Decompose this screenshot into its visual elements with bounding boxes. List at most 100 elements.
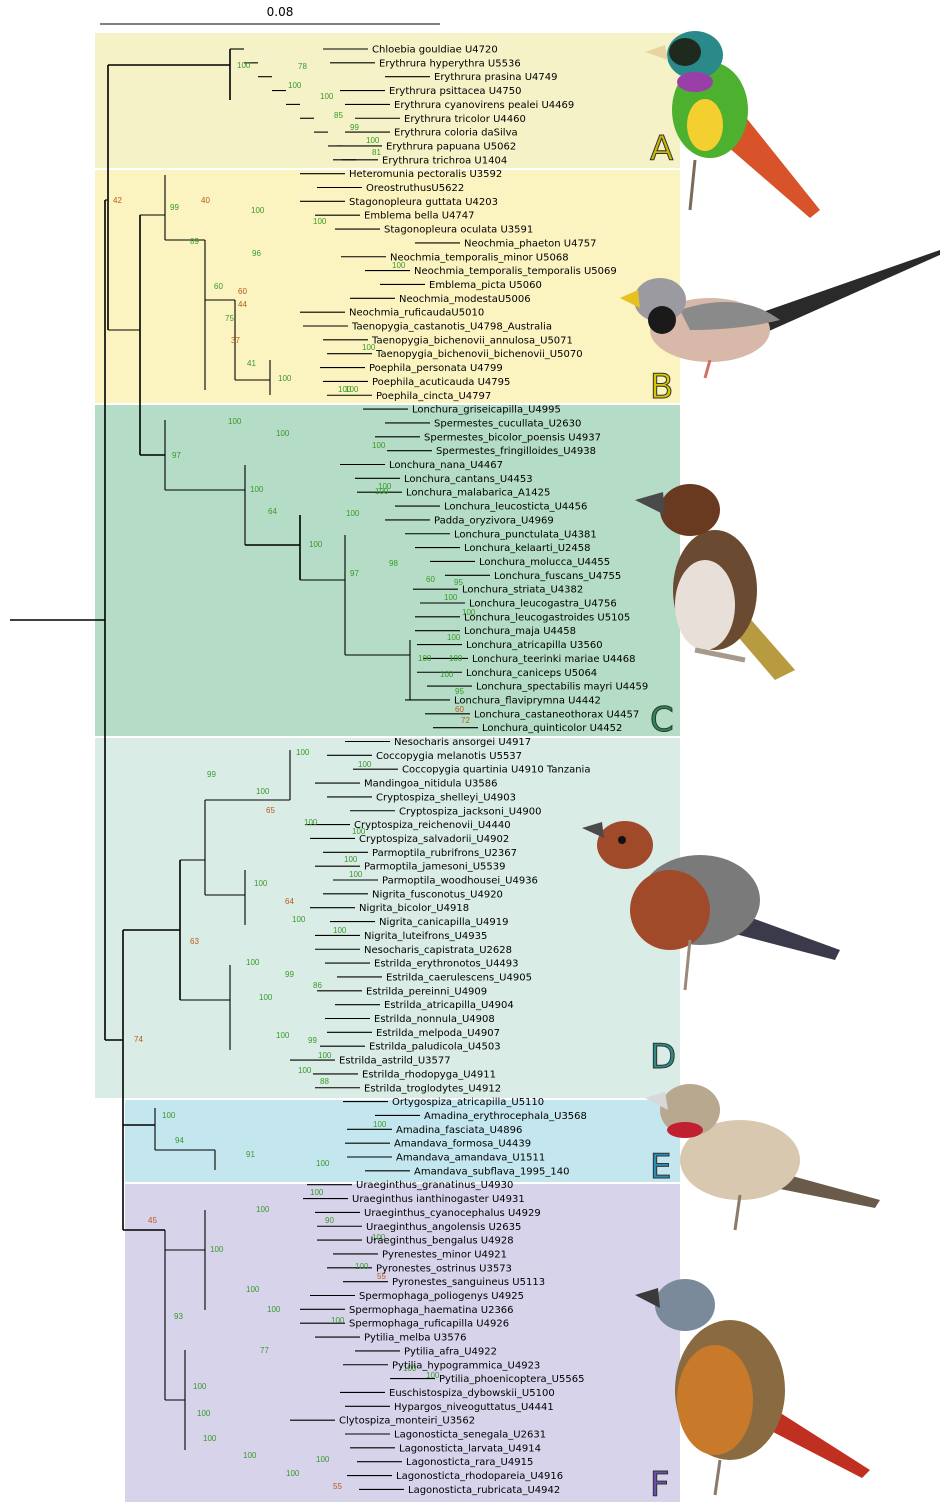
tip-label: Estrilda_melpoda_U4907 xyxy=(376,1028,500,1039)
support-value: 100 xyxy=(210,1245,224,1254)
tip-label: Amandava_formosa_U4439 xyxy=(394,1139,531,1150)
tip-label: Neochmia_temporalis_temporalis U5069 xyxy=(414,266,617,277)
clade-letter-b: B xyxy=(650,367,673,407)
scale-bar: 0.08 xyxy=(100,5,440,24)
tip-label: Amandava_subflava_1995_140 xyxy=(414,1166,569,1177)
tip-label: Erythrura cyanovirens pealei U4469 xyxy=(394,100,574,111)
tip-label: Estrilda_rhodopyga_U4911 xyxy=(362,1069,496,1080)
support-value: 100 xyxy=(246,958,260,967)
support-value: 64 xyxy=(268,507,277,516)
support-value: 100 xyxy=(162,1111,176,1120)
tip-label: Lonchura_maja U4458 xyxy=(464,626,576,637)
tip-label: Pyronestes_ostrinus U3573 xyxy=(376,1263,512,1274)
support-value: 93 xyxy=(174,1312,183,1321)
support-value: 100 xyxy=(256,1205,270,1214)
support-value: 91 xyxy=(246,1150,255,1159)
tip-label: Erythrura tricolor U4460 xyxy=(404,114,526,125)
support-value: 86 xyxy=(313,981,322,990)
tip-label: Neochmia_ruficaudaU5010 xyxy=(349,308,484,319)
support-value: 100 xyxy=(349,870,363,879)
support-value: 99 xyxy=(308,1036,317,1045)
tip-label: Lonchura_leucogastroides U5105 xyxy=(464,612,630,623)
tip-label: Uraeginthus_granatinus_U4930 xyxy=(356,1180,513,1191)
support-value: 100 xyxy=(276,1031,290,1040)
tip-label: Lagonosticta_rhodopareia_U4916 xyxy=(396,1471,563,1482)
tip-label: Lonchura_punctulata_U4381 xyxy=(454,529,597,540)
support-value: 100 xyxy=(447,633,461,642)
support-value: 97 xyxy=(172,451,181,460)
support-value: 100 xyxy=(288,81,302,90)
tip-label: Nesocharis_capistrata_U2628 xyxy=(364,945,512,956)
support-value: 100 xyxy=(203,1434,217,1443)
tip-label: OreostruthusU5622 xyxy=(366,183,464,194)
tip-label: Spermophaga_haematina U2366 xyxy=(349,1305,514,1316)
tip-label: Stagonopleura oculata U3591 xyxy=(384,225,533,236)
support-value: 100 xyxy=(254,879,268,888)
tip-label: Pytilia_melba U3576 xyxy=(364,1333,466,1344)
tip-label: Poephila_personata U4799 xyxy=(369,363,503,374)
tip-label: Lagonosticta_larvata_U4914 xyxy=(399,1443,541,1454)
tip-label: Lonchura_flaviprymna U4442 xyxy=(454,695,601,706)
tip-label: Neochmia_phaeton U4757 xyxy=(464,238,597,249)
tip-label: Estrilda_astrild_U3577 xyxy=(339,1056,451,1067)
tip-label: Nigrita_canicapilla_U4919 xyxy=(379,917,509,928)
support-value: 96 xyxy=(252,249,261,258)
tip-label: Pytilia_afra_U4922 xyxy=(404,1346,497,1357)
support-value: 100 xyxy=(344,855,358,864)
tip-label: Emblema bella U4747 xyxy=(364,211,475,222)
scale-bar-label: 0.08 xyxy=(267,5,294,19)
support-value: 100 xyxy=(256,787,270,796)
support-value: 100 xyxy=(278,374,292,383)
tip-label: Pytilia_hypogrammica_U4923 xyxy=(392,1360,540,1371)
tip-label: Estrilda_paludicola_U4503 xyxy=(369,1042,501,1053)
support-value: 100 xyxy=(292,915,306,924)
clade-letter-e: E xyxy=(650,1147,671,1187)
support-value: 100 xyxy=(237,61,251,70)
tip-label: Hypargos_niveoguttatus_U4441 xyxy=(394,1402,554,1413)
support-value: 100 xyxy=(197,1409,211,1418)
tip-label: Mandingoa_nitidula U3586 xyxy=(364,779,498,790)
tip-label: Lonchura_teerinki mariae U4468 xyxy=(472,654,635,665)
tip-label: Lonchura_spectabilis mayri U4459 xyxy=(476,682,648,693)
tip-label: Lonchura_caniceps U5064 xyxy=(466,668,597,679)
support-value: 98 xyxy=(389,559,398,568)
tip-label: Lagonosticta_senegala_U2631 xyxy=(394,1430,546,1441)
support-value: 100 xyxy=(193,1382,207,1391)
tip-label: Estrilda_erythronotos_U4493 xyxy=(374,959,519,970)
tip-label: Uraeginthus_bengalus U4928 xyxy=(366,1236,514,1247)
support-value: 100 xyxy=(250,485,264,494)
clade-letter-a: A xyxy=(650,129,673,169)
tip-label: Nesocharis ansorgei U4917 xyxy=(394,737,531,748)
tip-label: Lonchura_kelaarti_U2458 xyxy=(464,543,590,554)
tip-label: Nigrita_luteifrons_U4935 xyxy=(364,931,487,942)
tip-label: Spermophaga_poliogenys U4925 xyxy=(359,1291,524,1302)
tip-label: Erythrura hyperythra U5536 xyxy=(379,58,521,69)
tip-label: Emblema_picta U5060 xyxy=(429,280,542,291)
support-value: 42 xyxy=(113,196,122,205)
support-value: 72 xyxy=(461,716,470,725)
support-value: 100 xyxy=(355,1262,369,1271)
tip-label: Erythrura papuana U5062 xyxy=(386,141,516,152)
tip-label: Lonchura_molucca_U4455 xyxy=(479,557,610,568)
tip-label: Chloebia gouldiae U4720 xyxy=(372,45,498,56)
tip-label: Cryptospiza_jacksoni_U4900 xyxy=(399,806,542,817)
support-value: 100 xyxy=(320,92,334,101)
support-value: 100 xyxy=(313,217,327,226)
tip-label: Taenopygia_bichenovii_bichenovii_U5070 xyxy=(375,349,583,360)
support-value: 100 xyxy=(276,429,290,438)
support-value: 100 xyxy=(267,1305,281,1314)
support-value: 100 xyxy=(316,1159,330,1168)
support-value: 60 xyxy=(426,575,435,584)
support-value: 100 xyxy=(298,1066,312,1075)
tip-label: Lonchura_griseicapilla_U4995 xyxy=(412,405,561,416)
tip-label: Parmoptila_woodhousei_U4936 xyxy=(382,876,538,887)
support-value: 85 xyxy=(334,111,343,120)
support-value: 99 xyxy=(207,770,216,779)
support-value: 100 xyxy=(318,1051,332,1060)
support-value: 41 xyxy=(247,359,256,368)
tip-label: Lagonosticta_rara_U4915 xyxy=(406,1457,533,1468)
support-value: 99 xyxy=(285,970,294,979)
tip-label: Lonchura_fuscans_U4755 xyxy=(494,571,621,582)
tip-label: Uraeginthus_cyanocephalus U4929 xyxy=(364,1208,541,1219)
